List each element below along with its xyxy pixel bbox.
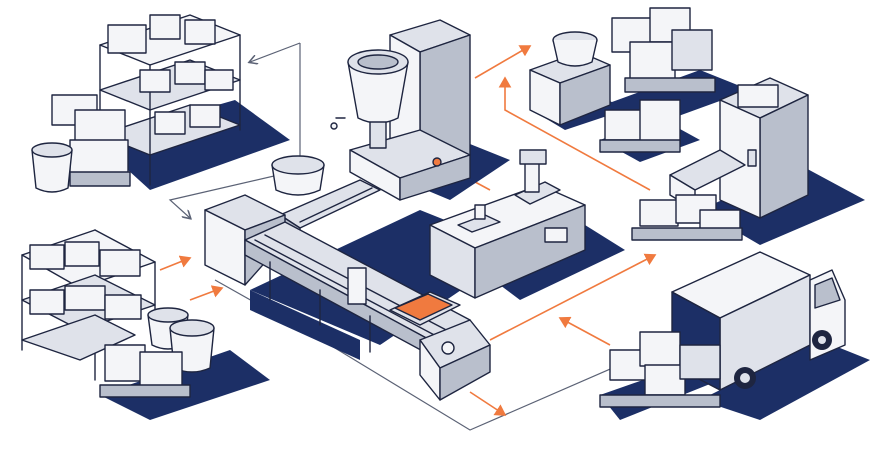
accent-arrows: [159, 45, 657, 416]
shelving-boxes-buckets-icon: [21, 229, 215, 398]
boxes-bowls-icon: [529, 7, 716, 126]
quality-control-bench: [429, 149, 625, 300]
shelving-boxes-buckets-icon: [31, 14, 241, 193]
raw-material-storage-top: [31, 14, 290, 193]
packaging-machine: [599, 77, 865, 245]
return-flow-top-arrow: [250, 42, 301, 62]
arrow-truck-to-line: [558, 316, 611, 346]
arrow-up-to-finished: [498, 76, 651, 191]
arrow-line-to-packaging: [489, 253, 657, 341]
return-flow-top-line: [168, 43, 301, 218]
truck-icon: [599, 251, 846, 408]
conveyor-line-icon: [204, 155, 491, 401]
raw-material-storage-bottom: [21, 229, 270, 420]
arrow-hopper-to-finished: [474, 45, 532, 79]
mixing-hopper: [330, 19, 510, 201]
inspection-bench-icon: [429, 149, 586, 299]
hopper-mixer-icon: [330, 19, 471, 201]
arrow-storage-to-line-1: [159, 255, 192, 271]
arrow-line-to-truck: [469, 391, 507, 416]
arrow-storage-to-line-2: [189, 285, 224, 301]
delivery-truck: [599, 251, 870, 420]
packaging-machine-icon: [599, 77, 809, 241]
